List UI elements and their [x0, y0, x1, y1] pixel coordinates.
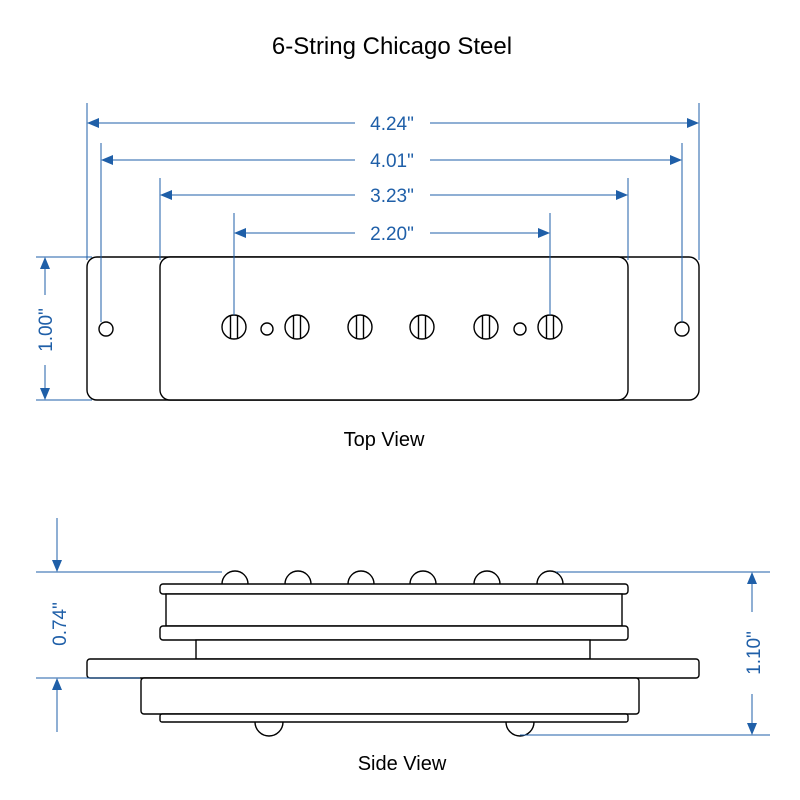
mounting-hole-right: [674, 321, 690, 337]
pole-top: [221, 570, 249, 585]
mounting-hole-left: [98, 321, 114, 337]
dim-pole-spacing: 2.20": [370, 224, 414, 245]
pole-piece: [473, 314, 499, 340]
dim-width: 1.00": [36, 308, 57, 352]
cover-outline: [159, 256, 629, 401]
bobbin-bottom-flange: [159, 625, 629, 641]
small-hole-right: [513, 322, 527, 336]
pole-piece: [347, 314, 373, 340]
pole-top: [409, 570, 437, 585]
dim-pole-height: 0.74": [50, 602, 71, 646]
pole-top: [536, 570, 564, 585]
bobbin-core: [165, 593, 623, 627]
lower-block: [140, 677, 640, 715]
pole-piece: [409, 314, 435, 340]
pole-top: [347, 570, 375, 585]
screw-bottom: [254, 721, 284, 737]
screw-bottom: [505, 721, 535, 737]
top-view: [86, 256, 700, 401]
small-hole-left: [260, 322, 274, 336]
dim-cover-length: 3.23": [370, 186, 414, 207]
dim-mount-spacing: 4.01": [370, 151, 414, 172]
side-view: [86, 570, 700, 737]
top-dimensions: [36, 103, 700, 401]
bobbin-top-flange: [159, 583, 629, 595]
diagram-title: 6-String Chicago Steel: [272, 33, 512, 60]
top-view-label: Top View: [344, 429, 425, 451]
pole-piece: [284, 314, 310, 340]
side-view-label: Side View: [358, 753, 447, 775]
pole-top: [284, 570, 312, 585]
dim-total-height: 1.10": [744, 631, 765, 675]
side-dimension-labels: 0.74" 1.10": [50, 602, 765, 675]
lower-plate: [159, 713, 629, 723]
side-dimensions: [36, 518, 770, 736]
pole-top: [473, 570, 501, 585]
spacer: [195, 639, 591, 660]
dim-overall-length: 4.24": [370, 114, 414, 135]
baseplate: [86, 658, 700, 679]
top-dimension-labels: 4.24" 4.01" 3.23" 2.20" 1.00": [36, 114, 414, 352]
